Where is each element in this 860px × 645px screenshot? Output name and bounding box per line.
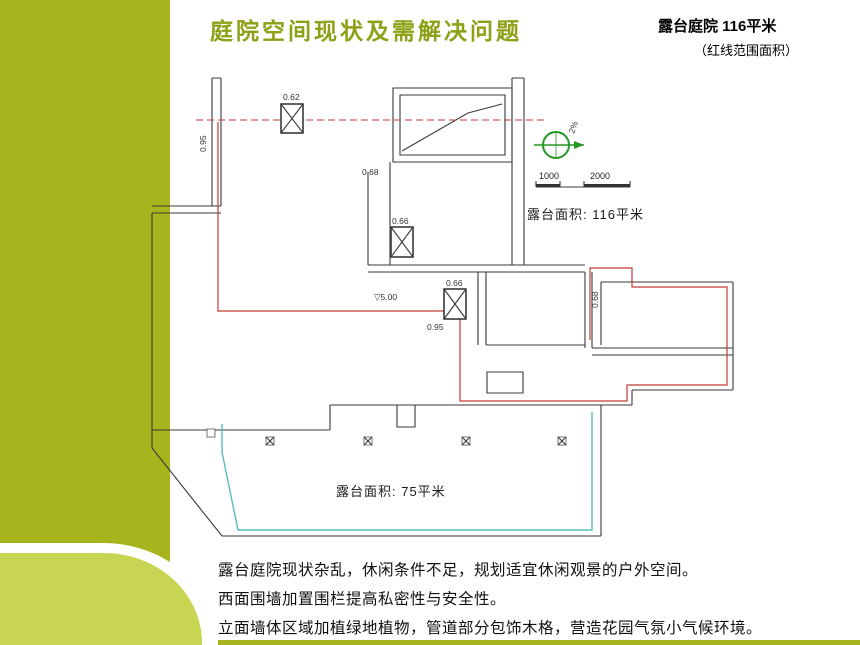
red-boundary-line	[196, 119, 728, 402]
area-labels: 露台面积: 116平米 露台面积: 75平米	[336, 207, 644, 499]
bottom-accent-strip	[0, 640, 860, 645]
slope-indicator-icon: 2%	[534, 119, 584, 159]
dim-label: 0.68	[590, 291, 600, 308]
column-symbols	[280, 103, 467, 320]
column-symbol	[390, 226, 414, 258]
corner-note: 露台庭院 116平米 （红线范围面积）	[658, 15, 798, 59]
dim-label: 0.66	[392, 216, 409, 226]
note-line: 立面墙体区域加植绿地植物，管道部分包饰木格，营造花园气氛小气候环境。	[218, 620, 763, 637]
terrace-markers	[206, 428, 567, 446]
upper-terrace-area-label: 露台面积: 116平米	[527, 207, 644, 222]
slope-label: 2%	[566, 119, 580, 134]
dim-label: 0.68	[362, 167, 379, 177]
scale-tick-label: 2000	[590, 171, 610, 181]
corner-note-area: 露台庭院 116平米	[658, 18, 777, 35]
notes-block: 露台庭院现状杂乱，休闲条件不足，规划适宜休闲观景的户外空间。 西面围墙加置围栏提…	[218, 558, 838, 645]
lower-terrace-area-label: 露台面积: 75平米	[336, 484, 446, 499]
column-symbol	[443, 288, 467, 320]
note-line: 露台庭院现状杂乱，休闲条件不足，规划适宜休闲观景的户外空间。	[218, 562, 699, 579]
dimension-labels: 0.62 0.95 0.68 0.66 0.66 0.68 0.95 ▽5.00	[198, 92, 600, 332]
page-title: 庭院空间现状及需解决问题	[210, 18, 522, 44]
cyan-boundary-line	[221, 412, 593, 531]
dim-label: 0.62	[283, 92, 300, 102]
corner-note-subtitle: （红线范围面积）	[694, 43, 799, 58]
column-symbol	[280, 103, 304, 134]
note-line: 西面围墙加置围栏提高私密性与安全性。	[218, 591, 507, 608]
dim-label: 0.66	[446, 278, 463, 288]
wall-lines	[151, 77, 734, 537]
scale-tick-label: 1000	[539, 171, 559, 181]
dim-label: 0.95	[427, 322, 444, 332]
left-accent-band	[0, 0, 170, 645]
scale-bar: 1000 2000	[535, 171, 631, 188]
level-marker-label: ▽5.00	[374, 292, 397, 302]
dim-label: 0.95	[198, 135, 208, 152]
